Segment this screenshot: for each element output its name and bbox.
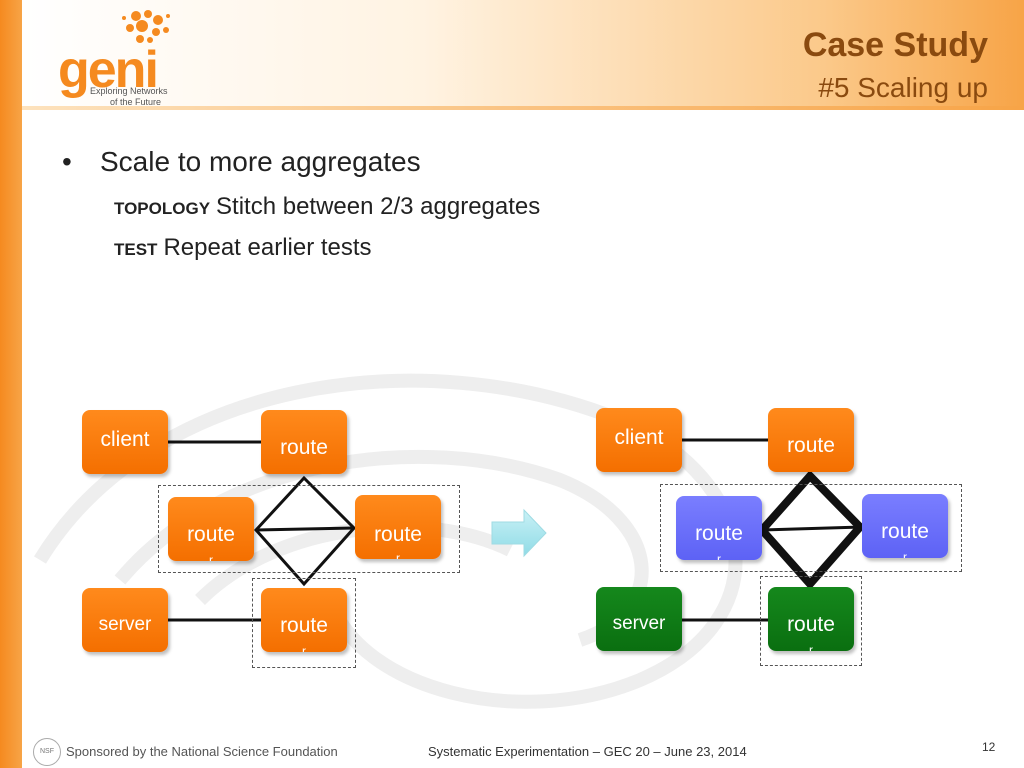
left-server-node: server <box>82 588 168 652</box>
bullet-icon: • <box>62 146 72 177</box>
test-line: TEST Repeat earlier tests <box>114 234 372 262</box>
test-label: TEST <box>114 240 158 259</box>
topology-line: TOPOLOGY Stitch between 2/3 aggregates <box>114 193 540 221</box>
header-divider <box>22 106 1024 110</box>
footer-sponsor-text: Sponsored by the National Science Founda… <box>66 744 338 759</box>
header-band <box>22 0 1024 108</box>
topology-label: TOPOLOGY <box>114 199 211 218</box>
topology-text: Stitch between 2/3 aggregates <box>216 193 541 220</box>
right-router-mid-right-node: route r <box>862 494 948 558</box>
footer-event-text: Systematic Experimentation – GEC 20 – Ju… <box>428 744 747 759</box>
left-router-top-node: route <box>261 410 347 474</box>
logo-tagline-2: of the Future <box>110 97 162 107</box>
left-router-bottom-node: route r <box>261 588 347 652</box>
logo-tagline: Exploring Networks <box>90 86 168 96</box>
left-router-mid-left-node: route r <box>168 497 254 561</box>
right-client-node: client <box>596 408 682 472</box>
logo-dots-icon <box>122 10 170 43</box>
logo-wordmark: geni <box>58 41 159 99</box>
aggregate-box-right-mid <box>660 484 962 572</box>
right-server-node: server <box>596 587 682 651</box>
left-router-mid-right-node: route r <box>355 495 441 559</box>
right-router-mid-left-node: route r <box>676 496 762 560</box>
aggregate-box-left-mid <box>158 485 460 573</box>
slide-subtitle: #5 Scaling up <box>818 72 988 103</box>
nsf-logo-icon: NSF <box>33 738 61 766</box>
bullet-text: Scale to more aggregates <box>100 146 421 177</box>
right-router-top-node: route <box>768 408 854 472</box>
left-accent-bar <box>0 0 22 768</box>
slide-title: Case Study <box>802 26 988 64</box>
transition-arrow-icon <box>491 508 547 558</box>
aggregate-box-left-bottom <box>252 578 356 668</box>
test-text: Repeat earlier tests <box>163 234 372 261</box>
aggregate-box-right-bottom <box>760 576 862 666</box>
page-number: 12 <box>982 740 996 754</box>
right-router-bottom-node: route r <box>768 587 854 651</box>
left-client-node: client <box>82 410 168 474</box>
geni-logo: geni Exploring Networks of the Future <box>52 6 192 107</box>
